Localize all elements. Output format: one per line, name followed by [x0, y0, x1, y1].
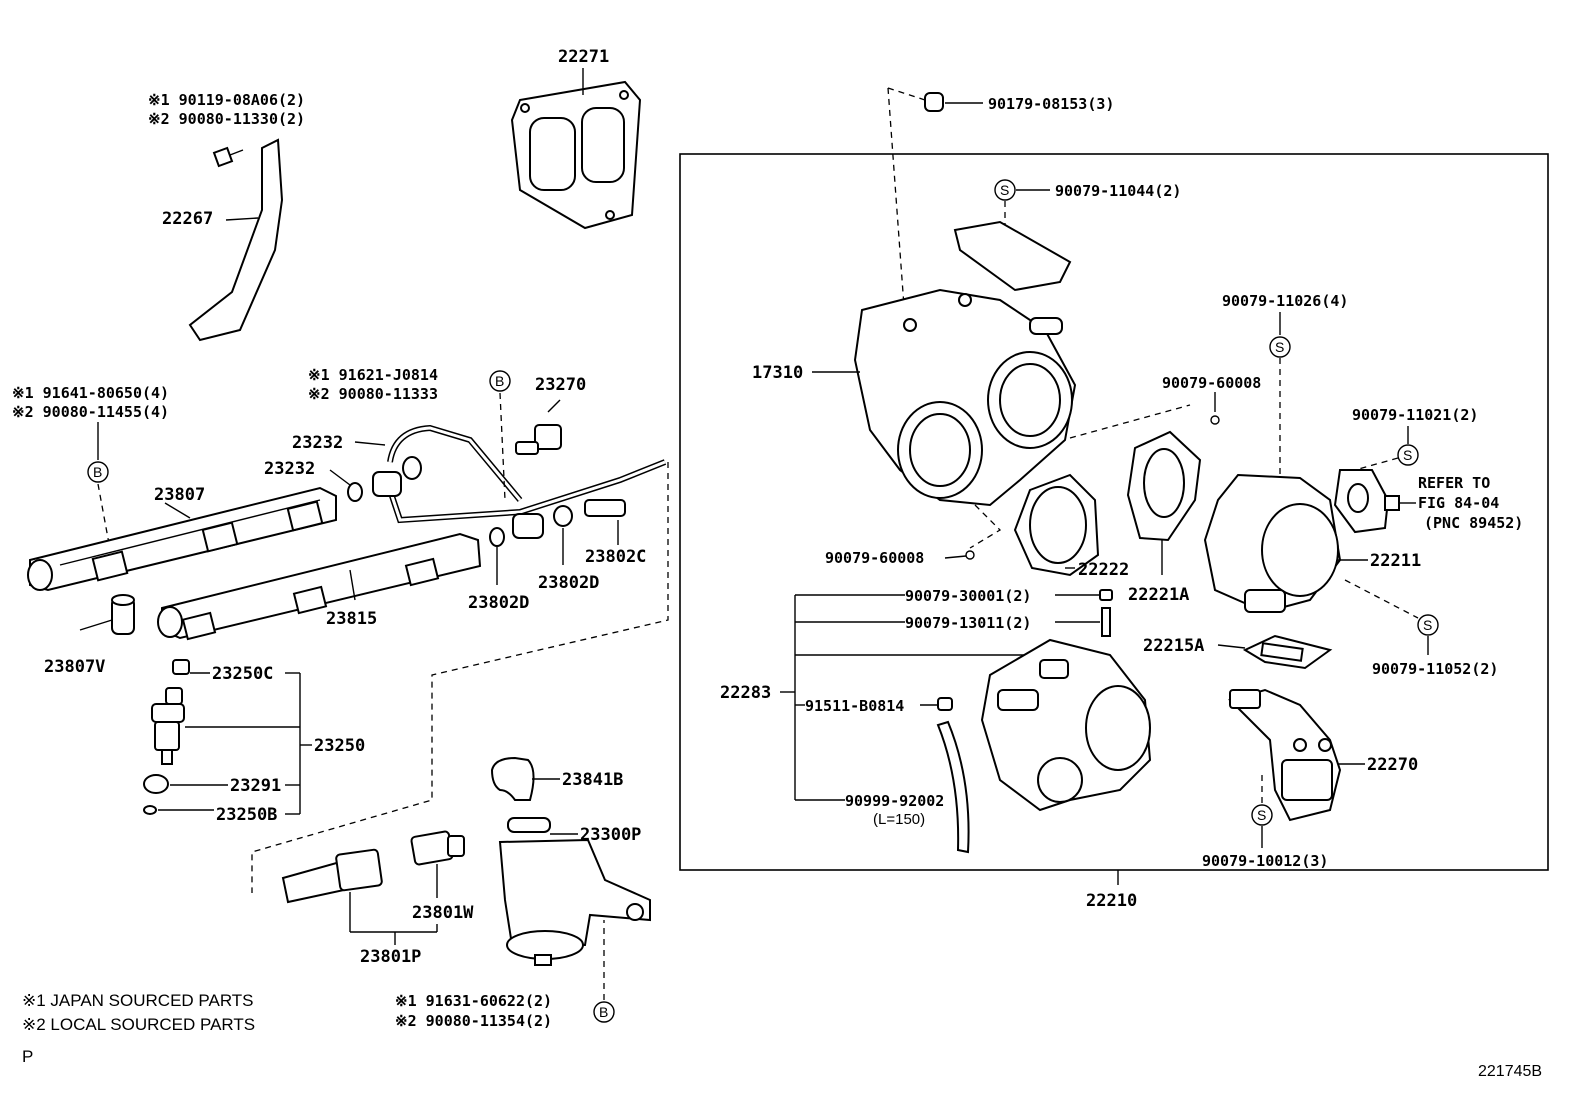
label-bolt2-b: ※2 90080-11333 — [308, 385, 438, 403]
label-17310: 17310 — [752, 363, 803, 383]
regulator-23300p-drawing — [498, 817, 651, 966]
label-s-11052: 90079-11052(2) — [1372, 660, 1498, 678]
grommet-23841b-drawing — [490, 756, 535, 801]
label-refer-1: REFER TO — [1418, 474, 1490, 492]
label-refer-2: FIG 84-04 — [1418, 494, 1499, 512]
s-marker-10012 — [1251, 804, 1273, 826]
plug-23807v-drawing — [111, 594, 135, 635]
gasket-22271-drawing — [510, 68, 642, 230]
gasket-22222-drawing — [1013, 473, 1100, 577]
note-japan-sourced: ※1 JAPAN SOURCED PARTS — [22, 991, 254, 1010]
label-23802d-b: 23802D — [468, 593, 529, 613]
s-marker-11044-text: S — [1000, 182, 1009, 198]
label-refer-3: (PNC 89452) — [1424, 514, 1523, 532]
label-bolt2-a: ※1 91621-J0814 — [308, 366, 438, 384]
label-hose-length: (L=150) — [873, 811, 925, 828]
label-bolt3-a: ※1 91631-60622(2) — [395, 992, 552, 1010]
b-marker-1 — [87, 461, 109, 483]
label-23841b: 23841B — [562, 770, 623, 790]
label-22283: 22283 — [720, 683, 771, 703]
label-o-60008-a: 90079-60008 — [1162, 374, 1261, 392]
label-23250: 23250 — [314, 736, 365, 756]
s-marker-11044 — [994, 179, 1016, 201]
note-local-sourced: ※2 LOCAL SOURCED PARTS — [22, 1015, 255, 1034]
hose-23801p-drawing — [281, 848, 383, 904]
throttle-body-group-frame — [679, 153, 1549, 871]
label-bolt1-a: ※1 90119-08A06(2) — [148, 91, 305, 109]
fuel-rail-23807-drawing — [27, 486, 337, 592]
throttle-body-22211-drawing — [1203, 473, 1342, 614]
injector-23250-drawing — [143, 659, 190, 815]
fuel-pipe-drawing — [347, 424, 667, 547]
b-marker-3 — [593, 1001, 615, 1023]
label-23232-b: 23232 — [264, 459, 315, 479]
s-marker-10012-text: S — [1257, 807, 1266, 823]
fuel-rail-23815-drawing — [157, 532, 482, 641]
label-23270: 23270 — [535, 375, 586, 395]
sensor-23270-drawing — [515, 399, 562, 455]
label-23291: 23291 — [230, 776, 281, 796]
b-marker-2-text: B — [495, 373, 504, 389]
label-23815: 23815 — [326, 609, 377, 629]
s-marker-11052-text: S — [1423, 617, 1432, 633]
figure-code: 221745B — [1478, 1063, 1542, 1080]
s-marker-11026 — [1269, 336, 1291, 358]
nut-90179-drawing — [924, 92, 944, 112]
label-23802d-a: 23802D — [538, 573, 599, 593]
label-23807v: 23807V — [44, 657, 105, 677]
s-marker-11026-text: S — [1275, 339, 1284, 355]
label-r-13011: 90079-13011(2) — [905, 614, 1031, 632]
b-marker-3-text: B — [599, 1004, 608, 1020]
b-marker-2 — [489, 370, 511, 392]
label-22211: 22211 — [1370, 551, 1421, 571]
label-hose: 90999-92002 — [845, 792, 944, 810]
label-s-11021: 90079-11021(2) — [1352, 406, 1478, 424]
label-s-10012: 90079-10012(3) — [1202, 852, 1328, 870]
label-r-30001: 90079-30001(2) — [905, 587, 1031, 605]
gasket-22215a-drawing — [1242, 634, 1333, 670]
label-s-11026: 90079-11026(4) — [1222, 292, 1348, 310]
b-marker-1-text: B — [93, 464, 102, 480]
label-23807: 23807 — [154, 485, 205, 505]
throttle-sensor-drawing — [1333, 469, 1400, 534]
label-b-91511: 91511-B0814 — [805, 697, 904, 715]
label-o-60008-b: 90079-60008 — [825, 549, 924, 567]
s-marker-11021 — [1397, 444, 1419, 466]
label-nut-top: 90179-08153(3) — [988, 95, 1114, 113]
label-22267: 22267 — [162, 209, 213, 229]
label-bolt1-b: ※2 90080-11330(2) — [148, 110, 305, 128]
idle-valve-22270-drawing — [1228, 688, 1342, 822]
label-22270: 22270 — [1367, 755, 1418, 775]
label-22210: 22210 — [1086, 891, 1137, 911]
label-23300p: 23300P — [580, 825, 641, 845]
label-22215a: 22215A — [1143, 636, 1204, 656]
throttle-body-17310-drawing — [853, 288, 1077, 507]
label-22222: 22222 — [1078, 560, 1129, 580]
label-23232-a: 23232 — [292, 433, 343, 453]
label-23250b: 23250B — [216, 805, 277, 825]
label-22271: 22271 — [558, 47, 609, 67]
label-clip-a: ※1 91641-80650(4) — [12, 384, 169, 402]
cover-plate-drawing — [953, 220, 1072, 292]
throttle-body-22283-drawing — [980, 638, 1152, 812]
label-22221a: 22221A — [1128, 585, 1189, 605]
s-marker-11052 — [1417, 614, 1439, 636]
bracket-22267-drawing — [188, 138, 284, 342]
gasket-22221a-drawing — [1126, 430, 1202, 542]
label-23802c: 23802C — [585, 547, 646, 567]
connector-23801w-drawing — [410, 830, 465, 866]
s-marker-11021-text: S — [1403, 447, 1412, 463]
label-s-11044: 90079-11044(2) — [1055, 182, 1181, 200]
label-clip-b: ※2 90080-11455(4) — [12, 403, 169, 421]
label-bolt3-b: ※2 90080-11354(2) — [395, 1012, 552, 1030]
label-23250c: 23250C — [212, 664, 273, 684]
label-23801p: 23801P — [360, 947, 421, 967]
label-23801w: 23801W — [412, 903, 474, 923]
page-letter: P — [22, 1047, 33, 1066]
